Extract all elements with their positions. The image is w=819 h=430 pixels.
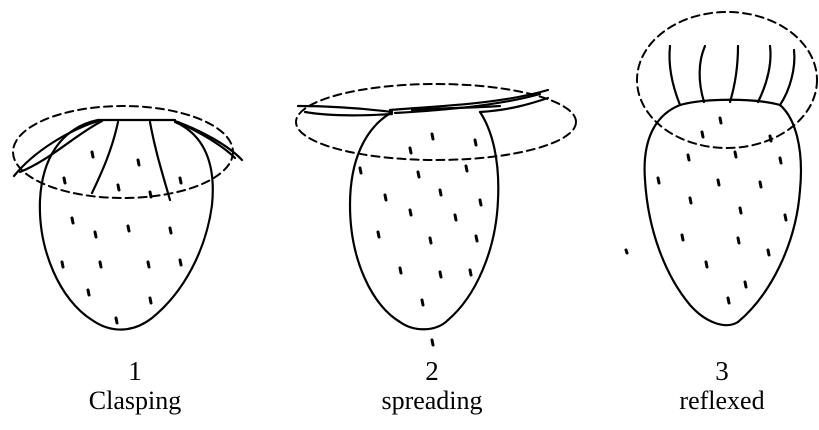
sepal-left-inner — [20, 121, 102, 172]
strawberry-spreading — [296, 84, 576, 345]
figure-1-label: Clasping — [35, 386, 235, 416]
figure-1-caption: 1 Clasping — [35, 356, 235, 416]
sepal-left-2 — [305, 112, 392, 115]
achenes — [360, 134, 481, 345]
highlight-ellipse — [296, 84, 576, 160]
sepal-reflexed-5 — [780, 50, 794, 105]
figure-1-number: 1 — [35, 356, 235, 386]
sepal-mid-right — [150, 122, 170, 200]
sepal-reflexed-3 — [730, 46, 738, 102]
figure-2-caption: 2 spreading — [332, 356, 532, 416]
figure-3-caption: 3 reflexed — [622, 356, 819, 416]
figure-3-number: 3 — [622, 356, 819, 386]
strawberry-clasping — [13, 106, 242, 330]
sepal-reflexed-2 — [700, 46, 705, 102]
sepal-reflexed-4 — [758, 46, 771, 102]
sepal-mid-left — [92, 122, 118, 193]
strawberry-reflexed — [626, 12, 817, 325]
berry-outline — [645, 105, 801, 325]
sepal-left-1 — [298, 106, 392, 112]
sepal-reflexed-1 — [669, 46, 680, 105]
berry-outline — [40, 120, 213, 330]
figure-3-label: reflexed — [622, 386, 819, 416]
figure-2-label: spreading — [332, 386, 532, 416]
figure-2-number: 2 — [332, 356, 532, 386]
